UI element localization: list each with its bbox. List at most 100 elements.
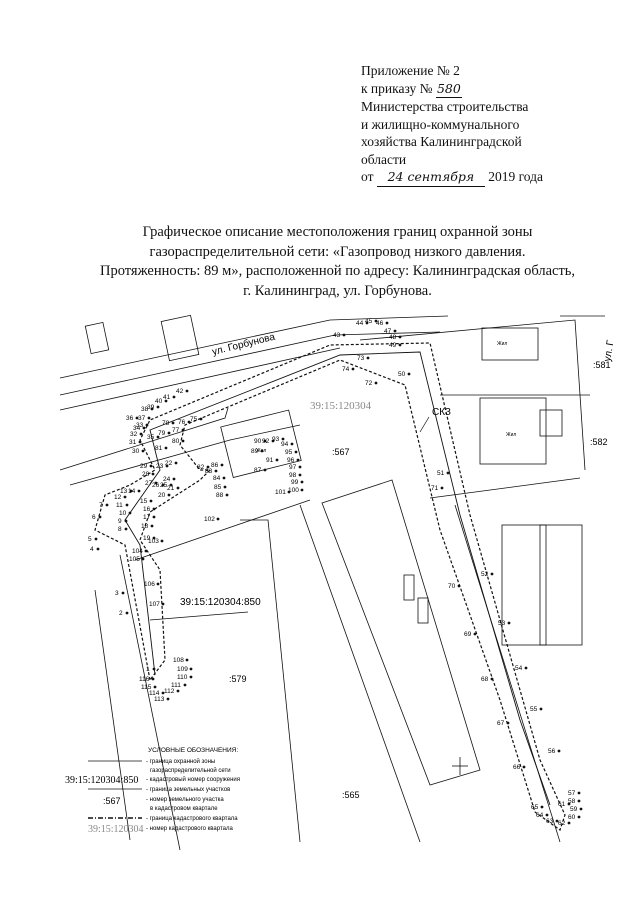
street-edge (59, 319, 331, 379)
boundary-point-marker (156, 405, 160, 409)
boundary-point-label: 85 (214, 484, 222, 491)
parcel-567: :567 (332, 447, 350, 457)
legend-item: - номер кадастрового квартала (146, 826, 233, 832)
boundary-point-label: 70 (448, 583, 456, 590)
boundary-point-marker (385, 321, 389, 325)
boundary-point-marker (105, 503, 109, 507)
appendix-title: Приложение № 2 (361, 63, 460, 78)
legend-sample-quarternum: 39:15:120304 (88, 824, 144, 835)
legend-item: в кадастровом квартале (150, 806, 218, 812)
boundary-point-label: 54 (515, 665, 523, 672)
boundary-point-label: 22 (165, 460, 173, 467)
legend: УСЛОВНЫЕ ОБОЗНАЧЕНИЯ: - граница охранной… (65, 747, 240, 835)
boundary-point-label: 99 (291, 479, 299, 486)
boundary-point-label: 94 (281, 441, 289, 448)
legend-sample-cadnum: 39:15:120304:850 (65, 775, 138, 786)
boundary-point-label: 42 (176, 388, 184, 395)
building (160, 314, 200, 362)
boundary-point-label: 90 (254, 438, 262, 445)
legend-item: - кадастровый номер сооружения (146, 776, 240, 783)
boundary-point-marker (393, 329, 397, 333)
boundary-point-label: 45 (365, 318, 373, 325)
boundary-point-marker (506, 721, 510, 725)
boundary-point-marker (181, 439, 185, 443)
boundary-point-label: 35 (147, 434, 155, 441)
boundary-point-label: 57 (568, 790, 576, 797)
boundary-point-label: 32 (130, 431, 138, 438)
boundary-point-label: 39 (147, 404, 155, 411)
boundary-point-label: 53 (498, 620, 506, 627)
boundary-point-label: 91 (266, 457, 274, 464)
boundary-point-label: 67 (497, 720, 505, 727)
boundary-point-label: 27 (145, 480, 153, 487)
boundary-point-marker (300, 488, 304, 492)
boundary-point-marker (539, 707, 543, 711)
legend-item: - граница охранной зоны (146, 758, 215, 765)
boundary-point-marker (260, 449, 264, 453)
boundary-point-marker (161, 483, 165, 487)
boundary-point-label: 17 (143, 514, 151, 521)
boundary-point-label: 43 (333, 332, 341, 339)
date-line: от 24 сентября 2019 года (361, 168, 543, 187)
boundary-point-label: 66 (513, 764, 521, 771)
boundary-point-label: 7 (99, 502, 103, 509)
boundary-point-label: 78 (162, 420, 170, 427)
boundary-point-label: 41 (163, 394, 171, 401)
boundary-point-marker (579, 807, 583, 811)
boundary-point-label: 101 (275, 489, 286, 496)
boundary-point-marker (189, 675, 193, 679)
boundary-point-marker (206, 465, 210, 469)
boundary-point-label: 11 (116, 502, 123, 509)
header-block: Приложение № 2 к приказу № 580 Министерс… (361, 62, 543, 187)
legend-item: - граница кадастрового квартала (146, 816, 238, 822)
boundary-point-marker (225, 493, 229, 497)
boundary-point-label: 5 (88, 536, 92, 543)
boundary-point-label: 75 (190, 416, 198, 423)
boundary-point-marker (149, 499, 153, 503)
boundary-point-label: 65 (531, 804, 539, 811)
legend-item: - граница земельных участков (146, 787, 230, 793)
boundary-point-label: 82 (197, 464, 205, 471)
boundary-point-label: 88 (216, 492, 224, 499)
boundary-point-label: 23 (156, 463, 164, 470)
boundary-point-marker (145, 423, 149, 427)
boundary-point-label: 72 (365, 380, 373, 387)
boundary-point-marker (290, 442, 294, 446)
boundary-point-marker (151, 472, 155, 476)
parcel-number-label: 39:15:120304:850 (180, 597, 261, 608)
parcel-boundary (359, 319, 586, 471)
boundary-point-label: 114 (149, 690, 160, 697)
boundary-point-label: 34 (133, 425, 141, 432)
boundary-point-marker (181, 428, 185, 432)
boundary-point-marker (374, 381, 378, 385)
building-label: Жил (506, 432, 516, 438)
boundary-point-label: 26 (152, 482, 160, 489)
boundary-point-label: 115 (141, 684, 152, 691)
boundary-point-label: 58 (568, 798, 576, 805)
garage (403, 574, 415, 601)
parcel-boundary (59, 407, 229, 471)
boundary-point-marker (351, 367, 355, 371)
boundary-point-label: 113 (154, 696, 165, 703)
boundary-point-label: 76 (178, 419, 186, 426)
boundary-point-label: 9 (118, 518, 122, 525)
boundary-point-marker (440, 486, 444, 490)
boundary-point-marker (176, 486, 180, 490)
boundary-point-label: 81 (155, 445, 163, 452)
boundary-point-label: 15 (140, 498, 148, 505)
legend-sample-parcelnum: :567 (103, 796, 121, 806)
parcel-boundary (299, 504, 421, 843)
boundary-point-marker (129, 489, 133, 493)
boundary-point-marker (446, 471, 450, 475)
boundary-point-label: 40 (155, 398, 163, 405)
boundary-point-marker (577, 815, 581, 819)
boundary-point-label: 38 (141, 406, 149, 413)
boundary-point-marker (545, 813, 549, 817)
boundary-point-label: 79 (158, 430, 166, 437)
boundary-point-label: 61 (558, 801, 566, 808)
boundary-point-marker (137, 489, 141, 493)
boundary-point-label: 59 (570, 806, 578, 813)
boundary-point-marker (557, 749, 561, 753)
boundary-point-marker (166, 697, 170, 701)
